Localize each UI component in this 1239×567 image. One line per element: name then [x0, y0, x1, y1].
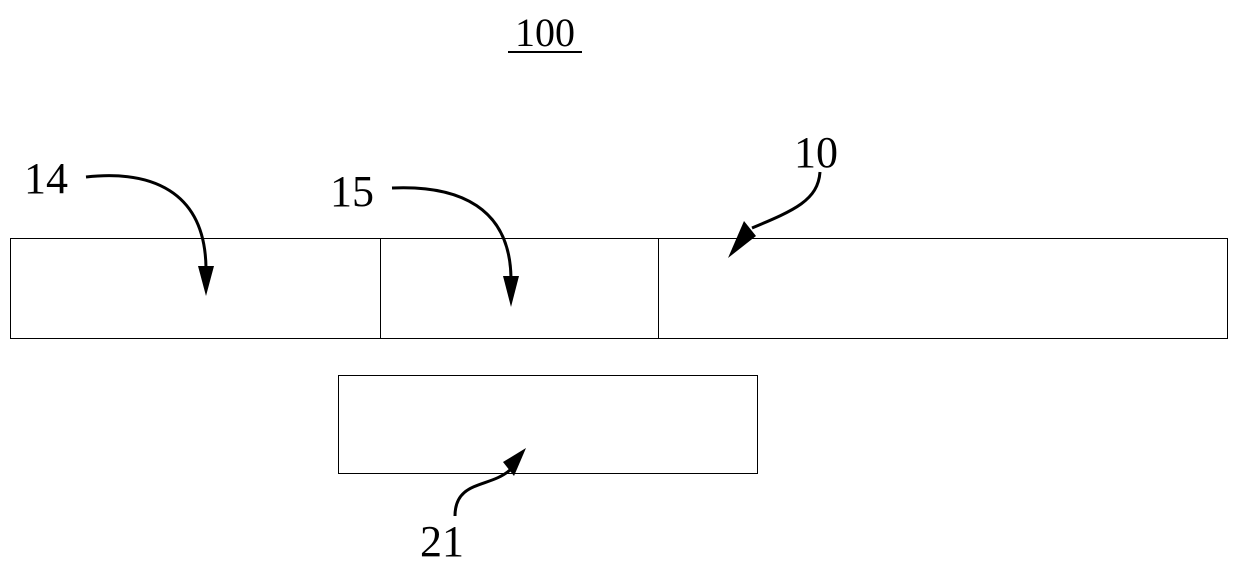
arrowhead-15: [503, 276, 519, 307]
component-10-strip: [11, 239, 1228, 339]
label-14: 14: [24, 154, 68, 203]
arrowhead-14: [198, 266, 214, 296]
label-21: 21: [420, 517, 464, 566]
figure-title-group: 100: [508, 10, 582, 55]
leader-line-10: [752, 172, 820, 228]
figure-title: 100: [515, 10, 575, 55]
leader-line-14: [86, 176, 206, 268]
label-15: 15: [330, 167, 374, 216]
leader-line-21: [455, 470, 510, 516]
leader-line-15: [392, 188, 511, 278]
component-21-box: [339, 376, 758, 474]
label-10: 10: [794, 128, 838, 177]
